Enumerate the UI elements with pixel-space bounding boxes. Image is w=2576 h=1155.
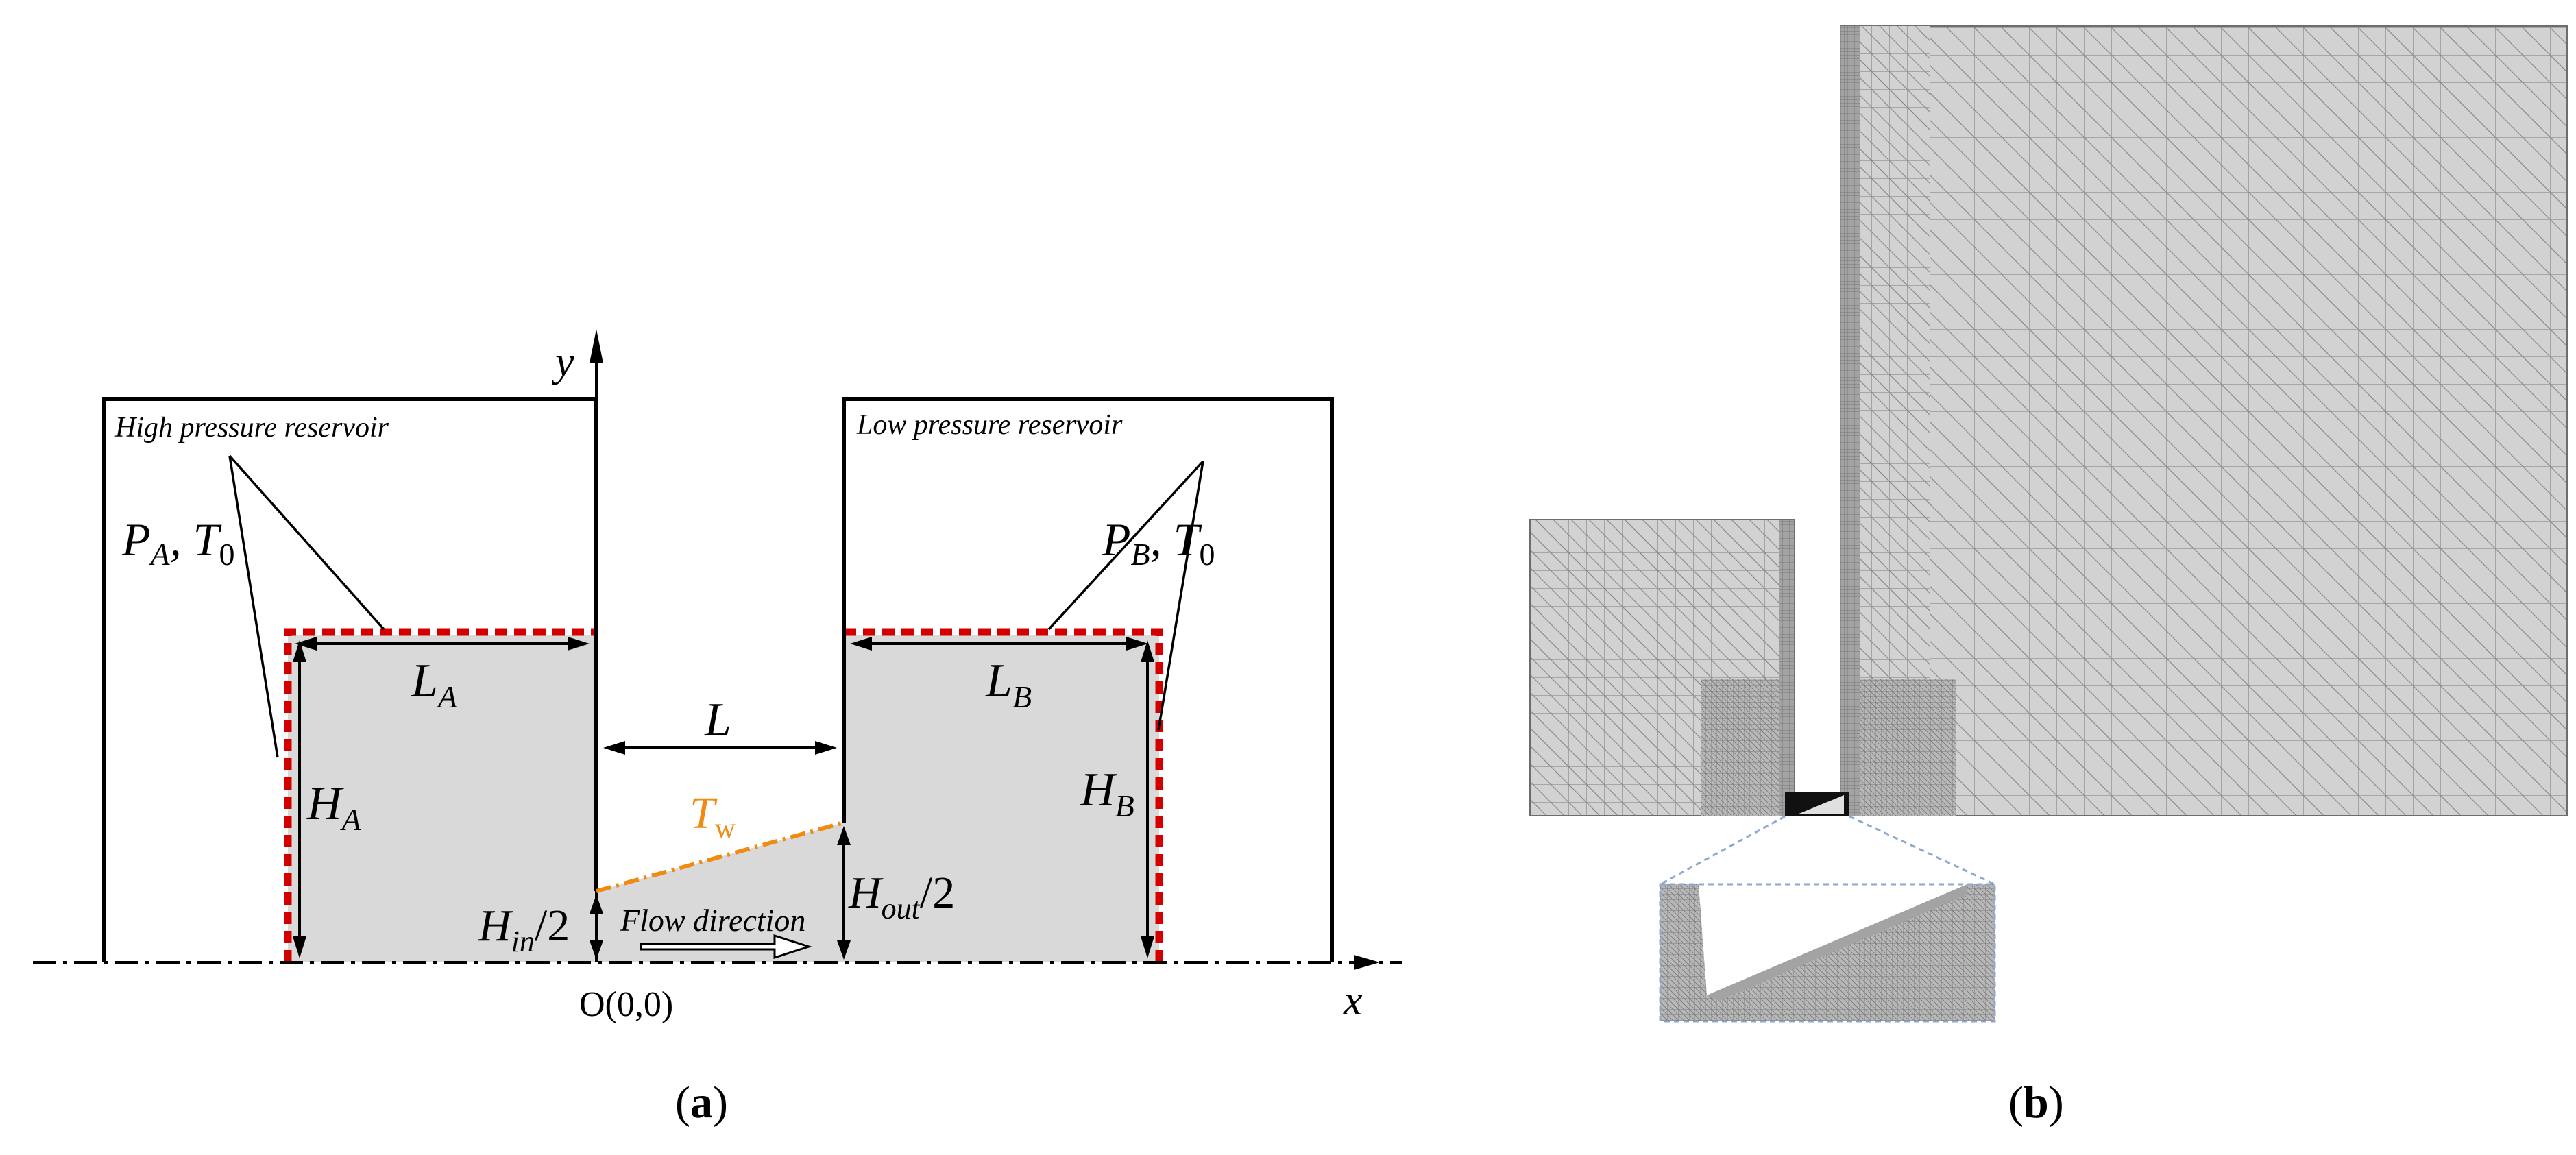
pb-pointer-lines: [1047, 460, 1204, 731]
mesh-left-wall-strip: [1779, 520, 1794, 816]
lb-label: LB: [985, 655, 1032, 714]
hout-dimension: [837, 826, 851, 960]
high-pressure-reservoir-label: High pressure reservoir: [114, 412, 389, 443]
zoom-guide-left: [1660, 815, 1786, 886]
mesh-right-refined-zone: [1860, 679, 1956, 816]
origin-label: O(0,0): [579, 985, 673, 1024]
l-dimension: [603, 741, 837, 755]
mesh-right-reservoir: [1840, 25, 2568, 816]
hb-label: HB: [1080, 764, 1134, 823]
zoom-guide-right: [1849, 815, 1995, 886]
panel-a-caption: (a): [675, 1078, 728, 1128]
la-dimension: [295, 637, 590, 651]
x-axis-label: x: [1343, 977, 1363, 1024]
mesh-channel-wedge: [1797, 795, 1844, 814]
y-axis-arrowhead: [590, 329, 603, 363]
pa-pointer-lines: [228, 454, 385, 758]
flow-direction-arrow: [640, 934, 812, 960]
channel-zoom-inset: [1659, 883, 1996, 1023]
panel-a: y x O(0,0) High pressure reservoir Low p…: [33, 329, 1402, 1128]
hin-dimension: [590, 895, 603, 960]
low-pressure-reservoir-outline: [842, 397, 1334, 962]
pb-t0-label: PB, T0: [1102, 513, 1215, 572]
panel-b: (b): [1529, 25, 2568, 1128]
l-label: L: [704, 694, 731, 746]
hb-dimension: [1141, 640, 1154, 958]
panel-b-caption: (b): [2008, 1078, 2064, 1128]
y-axis-label: y: [551, 339, 574, 385]
pa-t0-label: PA, T0: [121, 513, 234, 572]
mesh-right-wall-strip: [1840, 26, 1860, 816]
boundary-b-dashed: [844, 628, 1163, 962]
tw-label: Tw: [690, 788, 736, 844]
mesh-left-refined-zone: [1701, 679, 1794, 816]
x-axis-arrowhead: [1354, 955, 1380, 970]
wall-temperature-line: [596, 820, 845, 893]
ha-label: HA: [306, 777, 362, 837]
la-label: LA: [411, 655, 458, 714]
region-b-fill: [844, 635, 1159, 962]
ha-dimension: [293, 640, 306, 958]
region-a-fill: [288, 635, 596, 962]
flow-direction-label: Flow direction: [620, 903, 805, 938]
channel-fill: [596, 823, 844, 962]
hin-label: Hin/2: [478, 901, 570, 958]
boundary-a-dashed: [284, 628, 596, 962]
hout-label: Hout/2: [848, 868, 955, 925]
low-pressure-reservoir-label: Low pressure reservoir: [856, 409, 1123, 441]
lb-dimension: [850, 637, 1148, 651]
